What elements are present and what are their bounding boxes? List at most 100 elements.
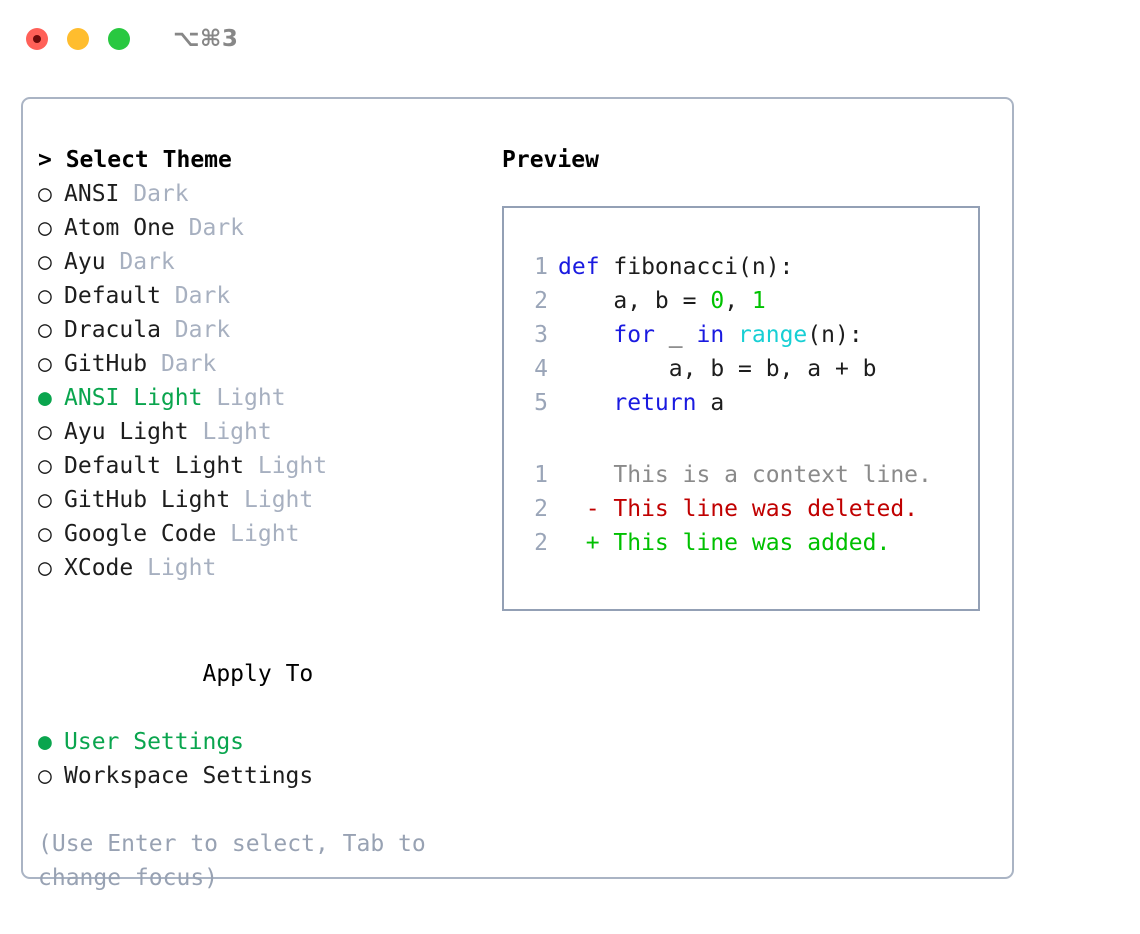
- theme-option-atom-one[interactable]: ○ Atom One Dark: [38, 211, 498, 245]
- diff-text: This is a context line.: [613, 462, 932, 488]
- code-line: 4 a, b = b, a + b: [504, 352, 978, 386]
- theme-option-default[interactable]: ○ Default Dark: [38, 279, 498, 313]
- theme-option-label: Google Code: [64, 521, 217, 547]
- theme-option-label: Default: [64, 283, 161, 309]
- theme-option-label: Ayu: [64, 249, 106, 275]
- code-token: fibonacci(n):: [613, 254, 794, 280]
- theme-option-variant: Light: [133, 555, 217, 581]
- radio-unselected-icon: ○: [38, 351, 52, 377]
- theme-option-variant: Dark: [174, 215, 245, 241]
- line-number: 1: [534, 254, 548, 280]
- code-line: 1 def fibonacci(n):: [504, 250, 978, 284]
- theme-option-variant: Light: [202, 385, 286, 411]
- radio-unselected-icon: ○: [38, 763, 52, 789]
- theme-option-label: Dracula: [64, 317, 161, 343]
- code-token: range: [738, 322, 808, 348]
- keyboard-hint-text: (Use Enter to select, Tab to change focu…: [38, 831, 426, 891]
- theme-option-default-light[interactable]: ○Default Light Light: [38, 449, 498, 483]
- radio-unselected-icon: ○: [38, 181, 52, 207]
- theme-option-label: Default Light: [64, 453, 245, 479]
- diff-sample: 1 This is a context line. 2 - This line w…: [504, 458, 978, 560]
- line-number: 2: [534, 288, 548, 314]
- main-panel: > Select Theme ○ANSI Dark○Atom One Dark○…: [21, 97, 1014, 891]
- maximize-window-button[interactable]: [108, 28, 130, 50]
- apply-to-option-workspace-settings[interactable]: ○ Workspace Settings: [38, 759, 498, 793]
- diff-line: 2 - This line was deleted.: [504, 492, 978, 526]
- theme-option-variant: Dark: [160, 283, 231, 309]
- theme-option-variant: Dark: [160, 317, 231, 343]
- radio-unselected-icon: ○: [38, 215, 52, 241]
- theme-picker-column: > Select Theme ○ANSI Dark○Atom One Dark○…: [38, 143, 498, 895]
- apply-to-option-label: User Settings: [64, 729, 245, 755]
- traffic-lights: [26, 28, 130, 50]
- select-theme-heading: > Select Theme: [38, 147, 232, 173]
- code-token: 0: [710, 288, 725, 314]
- diff-line-number: 2: [534, 530, 548, 556]
- theme-option-ansi-light[interactable]: ● ANSI Light Light: [38, 381, 498, 415]
- preview-column: Preview 1 def fibonacci(n): 2 a, b = 0, 1 3…: [502, 143, 992, 611]
- theme-option-dracula[interactable]: ○ Dracula Dark: [38, 313, 498, 347]
- code-token: ,: [724, 288, 752, 314]
- code-line: 5 return a: [504, 386, 978, 420]
- radio-unselected-icon: ○: [38, 249, 52, 275]
- radio-unselected-icon: ○: [38, 521, 52, 547]
- diff-line-number: 1: [534, 462, 548, 488]
- apply-to-option-label: Workspace Settings: [64, 763, 314, 789]
- theme-option-label: Atom One: [64, 215, 175, 241]
- diff-text: This line was deleted.: [613, 496, 919, 522]
- apply-to-option-list: ●User Settings ○ Workspace Settings: [38, 725, 498, 793]
- code-token: [558, 390, 613, 416]
- code-token: (n):: [807, 322, 863, 348]
- theme-option-variant: Light: [188, 419, 272, 445]
- diff-sign: +: [558, 530, 614, 556]
- code-token: 1: [751, 288, 766, 314]
- line-number: 5: [534, 390, 548, 416]
- radio-unselected-icon: ○: [38, 555, 52, 581]
- theme-option-ansi[interactable]: ○ANSI Dark: [38, 177, 498, 211]
- code-token: a: [696, 390, 725, 416]
- code-token: def: [558, 254, 614, 280]
- title-bar: ⌥⌘3: [0, 0, 1140, 78]
- line-number: 3: [534, 322, 548, 348]
- radio-unselected-icon: ○: [38, 283, 52, 309]
- code-token: in: [696, 322, 725, 348]
- diff-line-number: 2: [534, 496, 548, 522]
- diff-line: 2 + This line was added.: [504, 526, 978, 560]
- theme-option-label: ANSI: [64, 181, 120, 207]
- code-diff-gap: [504, 420, 978, 458]
- theme-option-ayu-light[interactable]: ○Ayu Light Light: [38, 415, 498, 449]
- apply-to-heading-label: Apply To: [202, 661, 314, 687]
- radio-unselected-icon: ○: [38, 317, 52, 343]
- theme-option-github[interactable]: ○GitHub Dark: [38, 347, 498, 381]
- theme-option-variant: Dark: [105, 249, 175, 275]
- close-window-button[interactable]: [26, 28, 48, 50]
- theme-option-variant: Light: [230, 487, 314, 513]
- hint-gap: [38, 793, 498, 827]
- preview-heading: Preview: [502, 147, 599, 173]
- theme-option-google-code[interactable]: ○Google Code Light: [38, 517, 498, 551]
- code-token: _: [654, 322, 697, 348]
- theme-option-github-light[interactable]: ○GitHub Light Light: [38, 483, 498, 517]
- apply-to-option-user-settings[interactable]: ●User Settings: [38, 725, 498, 759]
- theme-option-list: ○ANSI Dark○Atom One Dark○Ayu Dark○Defaul…: [38, 177, 498, 585]
- code-token: [558, 322, 613, 348]
- line-number: 4: [534, 356, 548, 382]
- theme-option-xcode[interactable]: ○XCode Light: [38, 551, 498, 585]
- apply-to-heading: Apply To: [38, 623, 498, 725]
- section-gap: [38, 585, 498, 623]
- theme-option-label: Ayu Light: [64, 419, 189, 445]
- code-token: a, b =: [558, 288, 711, 314]
- minimize-window-button[interactable]: [67, 28, 89, 50]
- diff-sign: -: [558, 496, 614, 522]
- theme-option-label: GitHub Light: [64, 487, 231, 513]
- radio-selected-icon: ●: [38, 385, 52, 411]
- theme-option-variant: Light: [244, 453, 328, 479]
- code-line: 2 a, b = 0, 1: [504, 284, 978, 318]
- theme-option-ayu[interactable]: ○ Ayu Dark: [38, 245, 498, 279]
- theme-option-label: ANSI Light: [64, 385, 203, 411]
- theme-option-label: GitHub: [64, 351, 148, 377]
- keyboard-shortcut-label: ⌥⌘3: [173, 26, 239, 52]
- diff-text: This line was added.: [613, 530, 891, 556]
